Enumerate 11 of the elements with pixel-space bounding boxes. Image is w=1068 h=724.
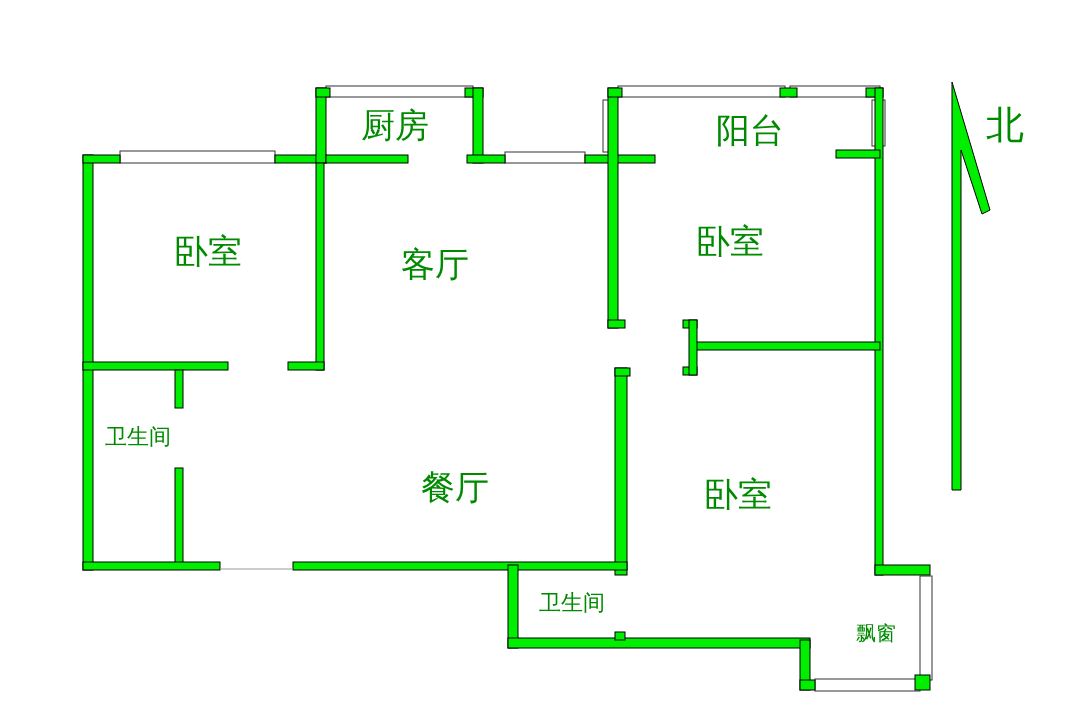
room-label: 飘窗 (856, 619, 896, 647)
room-label: 卧室 (174, 230, 242, 273)
north-label: 北 (986, 101, 1024, 149)
room-label: 卧室 (696, 220, 764, 263)
room-label: 餐厅 (421, 466, 489, 509)
room-label: 阳台 (716, 109, 784, 152)
room-label: 卫生间 (539, 589, 605, 617)
room-label: 客厅 (401, 243, 469, 286)
room-label: 厨房 (361, 104, 429, 147)
room-label: 卧室 (704, 473, 772, 516)
room-label: 卫生间 (105, 423, 171, 451)
